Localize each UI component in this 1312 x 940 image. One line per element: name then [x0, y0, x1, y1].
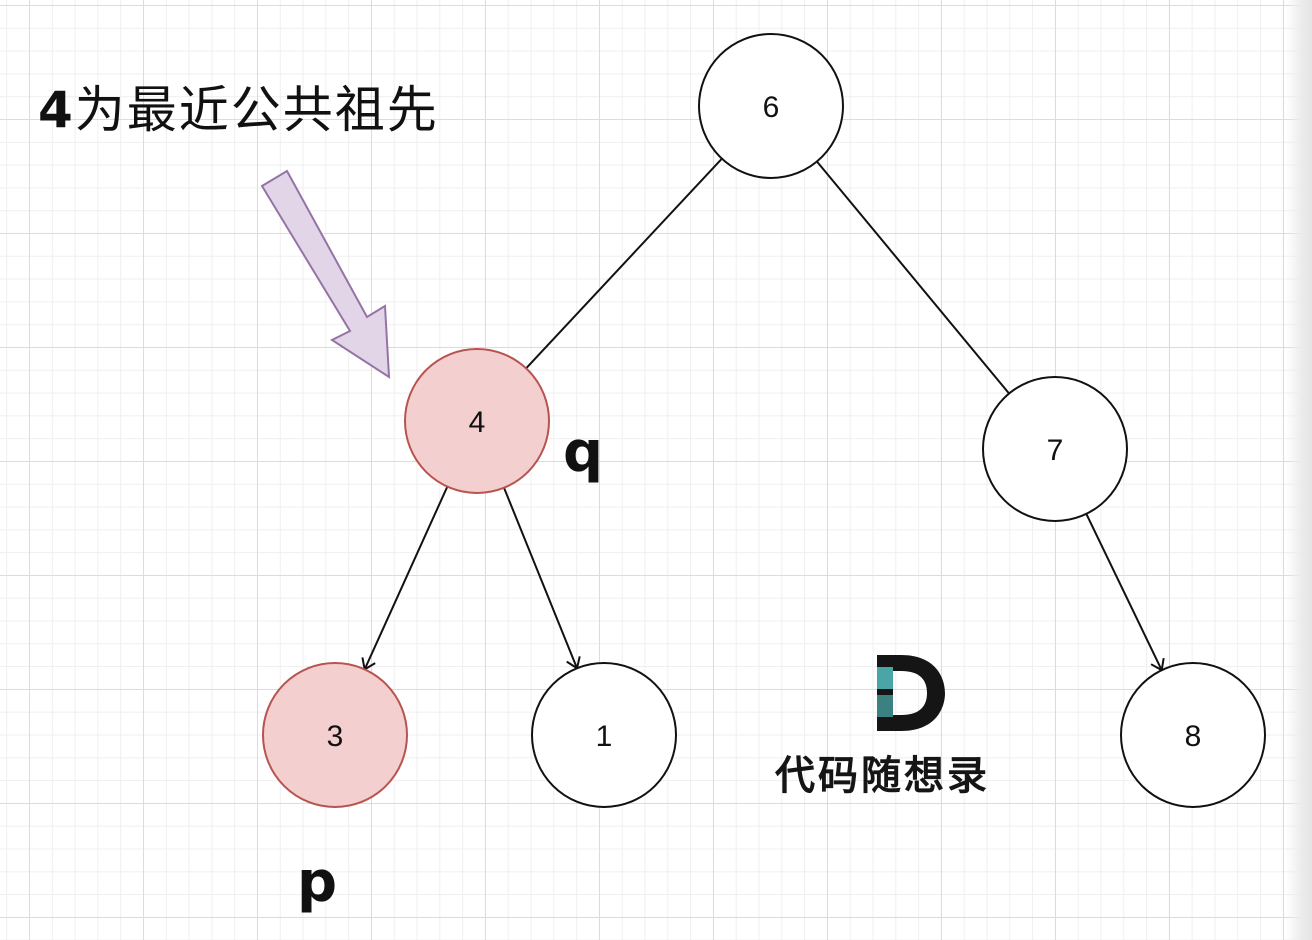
edges-layer — [361, 157, 1165, 672]
node-circle-1 — [531, 662, 677, 808]
title-text: 为最近公共祖先 — [74, 81, 439, 139]
node-label-4: 4 — [469, 406, 486, 439]
node-circle-3 — [262, 662, 408, 808]
node-circle-6 — [698, 33, 844, 179]
edge-4-3 — [363, 486, 449, 670]
annotation-title: 4为最近公共祖先 — [38, 70, 439, 142]
logo: 代码随想录 — [775, 655, 1045, 799]
node-label-7: 7 — [1047, 434, 1064, 467]
nodes-layer: 6 4 7 3 1 8 — [262, 33, 1266, 808]
tree-node-4: 4 — [404, 348, 550, 494]
label-q: q — [563, 420, 604, 485]
node-label-8: 8 — [1185, 720, 1202, 753]
logo-text: 代码随想录 — [775, 752, 990, 799]
node-circle-7 — [982, 376, 1128, 522]
label-p: p — [297, 850, 338, 915]
edge-6-4 — [525, 157, 723, 370]
edge-6-7 — [816, 160, 1010, 395]
tree-node-8: 8 — [1120, 662, 1266, 808]
title-number: 4 — [38, 81, 75, 139]
node-label-3: 3 — [327, 720, 344, 753]
node-label-6: 6 — [763, 91, 780, 124]
node-circle-8 — [1120, 662, 1266, 808]
tree-node-6: 6 — [698, 33, 844, 179]
tree-node-3: 3 — [262, 662, 408, 808]
tree-node-1: 1 — [531, 662, 677, 808]
logo-d-icon — [877, 655, 945, 731]
tree-node-7: 7 — [982, 376, 1128, 522]
pointer-arrow — [260, 169, 391, 379]
page-edge — [1286, 0, 1312, 940]
edge-4-1 — [503, 487, 578, 669]
node-circle-4 — [404, 348, 550, 494]
edge-7-8 — [1085, 513, 1163, 671]
node-label-1: 1 — [596, 720, 613, 753]
